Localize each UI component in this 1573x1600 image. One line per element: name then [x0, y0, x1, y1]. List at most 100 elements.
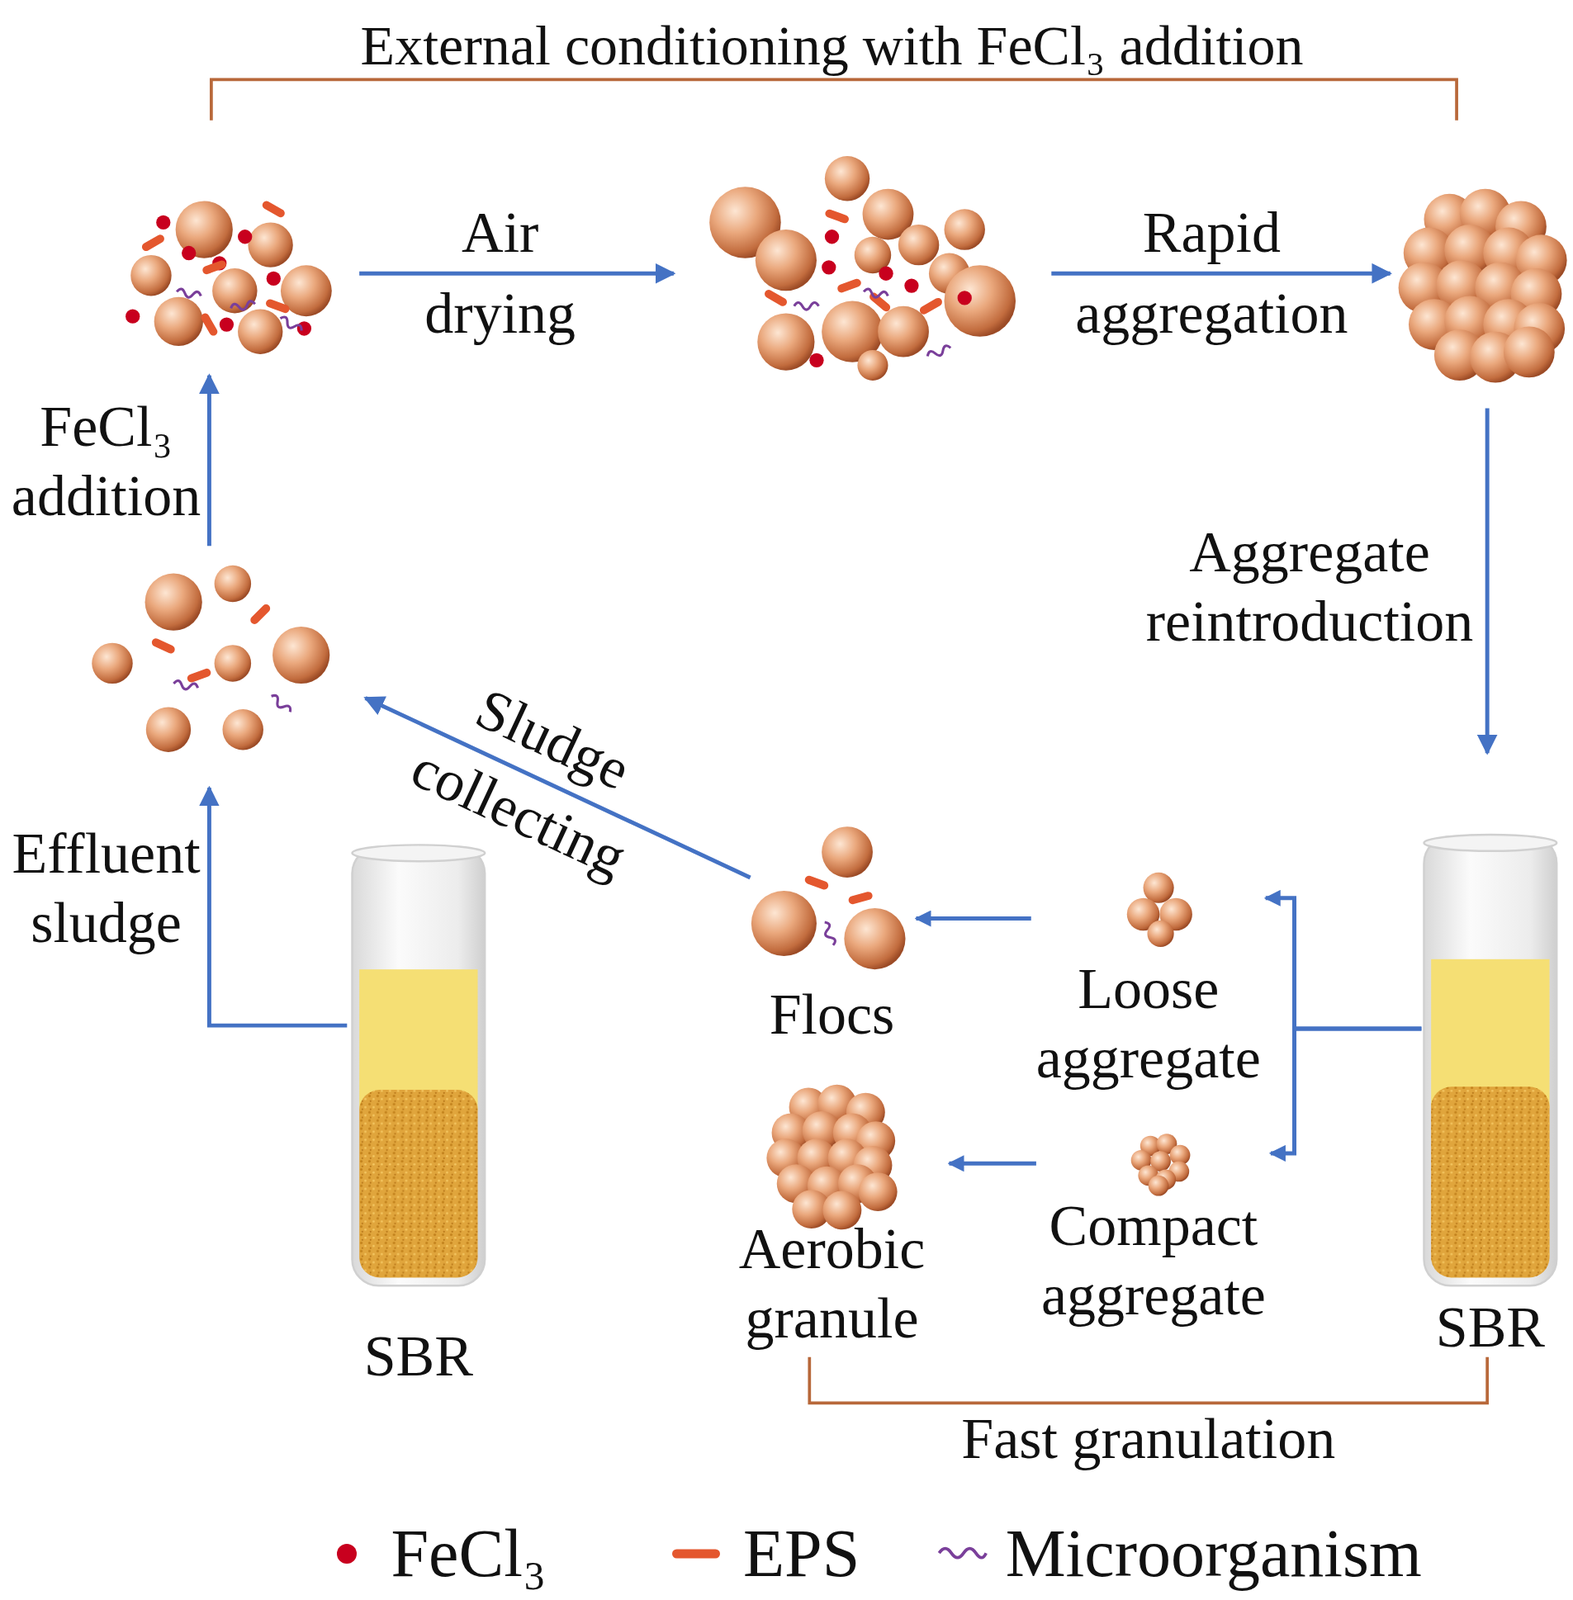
sludge-particle: [898, 224, 939, 266]
sludge-particle: [237, 308, 283, 354]
sludge-particle: [755, 229, 817, 291]
microorganism: [173, 680, 199, 692]
labelled-figure: Flocs: [748, 821, 917, 1050]
labelled-figure: SBR: [1421, 832, 1559, 1364]
figure-label: SBR: [352, 1321, 485, 1392]
eps-strand: [918, 296, 944, 316]
figure-label: Compact aggregate: [1037, 1191, 1270, 1331]
sbr-tube: [351, 847, 485, 1286]
sludge-particle: [857, 350, 888, 381]
connector-arrow: [1265, 898, 1422, 1029]
sludge-particle: [858, 1172, 898, 1212]
annotation-label: External conditioning with FeCl₃ additio…: [254, 12, 1411, 81]
sludge-particle: [145, 573, 203, 631]
sludge-particle: [943, 265, 1016, 337]
microorganism: [278, 315, 304, 334]
sbr-sludge: [1430, 1086, 1550, 1278]
sludge-particle: [1143, 872, 1175, 904]
eps-strand: [260, 199, 287, 219]
annotation-label: FeCl₃ addition: [3, 392, 210, 531]
microorganism-legend-sample: [938, 1549, 986, 1559]
microorganism: [269, 693, 293, 716]
microorganism: [862, 288, 889, 300]
eps-strand: [185, 667, 212, 683]
microorganism: [230, 300, 256, 313]
eps-strand: [265, 298, 291, 314]
annotation-label: Effluent sludge: [3, 819, 210, 958]
sludge-particle: [214, 565, 252, 602]
sbr-liquid: [1430, 959, 1550, 1108]
sludge-particle: [843, 908, 905, 970]
sludge-particle: [1147, 920, 1175, 948]
labelled-figure: SBR: [341, 842, 495, 1392]
sludge-particle: [1148, 1175, 1170, 1197]
figure-label: SBR: [1424, 1293, 1557, 1363]
sludge-particle: [751, 890, 817, 957]
microorganism: [794, 302, 820, 310]
sludge-particle: [247, 222, 293, 267]
eps-strand: [248, 602, 272, 626]
eps-strand: [199, 312, 219, 338]
sludge-particle: [821, 826, 873, 878]
rapid-aggregation-arrow: [1051, 271, 1390, 276]
figure-label: Loose aggregate: [1032, 954, 1265, 1094]
sbr-sludge-texture: [359, 1089, 478, 1278]
air-drying-arrow: [359, 271, 674, 276]
sbr-tube: [1424, 836, 1558, 1286]
fecl3-dot: [809, 353, 824, 368]
microorganism: [821, 920, 837, 947]
connector-arrow: [949, 1161, 1037, 1166]
annotation-label: Aggregate reintroduction: [1136, 517, 1483, 657]
connector-arrow: [1270, 1028, 1422, 1154]
eps-strand: [201, 259, 228, 275]
fecl3-dot: [125, 308, 140, 323]
labelled-figure: Loose aggregate: [1031, 867, 1266, 1094]
fecl3-dot: [156, 215, 171, 230]
sludge-particle: [146, 707, 191, 753]
fecl3-dot: [237, 229, 252, 244]
labelled-figure: Compact aggregate: [1036, 1127, 1271, 1331]
annotation-label: Sludge collecting: [389, 649, 683, 901]
legend-swatch: [336, 1544, 357, 1564]
fecl3-dot: [297, 321, 312, 336]
eps-strand: [140, 232, 166, 252]
sludge-particle: [222, 709, 263, 750]
reintroduction-arrow: [1485, 407, 1490, 754]
sbr-sludge: [359, 1089, 478, 1278]
figure-label: Flocs: [749, 980, 915, 1050]
sludge-particle: [272, 626, 330, 684]
bottom-bracket: [809, 1357, 1488, 1404]
eps-strand: [150, 637, 176, 655]
cluster-art: [91, 156, 1567, 1286]
fecl3-dot: [957, 290, 972, 305]
fecl3-addition-arrow: [207, 375, 212, 546]
fecl3-dot: [878, 266, 893, 281]
fecl3-dot: [824, 229, 839, 244]
fecl3-dot: [904, 278, 919, 293]
legend-label: FeCl₃: [390, 1516, 546, 1591]
sbr-liquid: [359, 969, 478, 1111]
microorganism: [175, 288, 202, 300]
sludge-particle: [824, 156, 870, 201]
eps-strand: [848, 890, 874, 905]
figure-label: Aerobic granule: [716, 1214, 948, 1354]
annotation-label: Air drying: [417, 192, 583, 355]
legend-label: Microorganism: [1005, 1516, 1422, 1591]
microorganism: [926, 344, 953, 360]
eps-strand: [836, 277, 863, 294]
sludge-particle: [212, 268, 257, 313]
eps-strand: [803, 874, 830, 891]
fecl3-dot: [219, 317, 234, 332]
sbr-sludge-texture: [1430, 1086, 1550, 1278]
connector-arrow: [916, 916, 1032, 921]
fecl3-dot: [821, 260, 836, 275]
fecl3-dot: [266, 271, 281, 286]
legend-label: EPS: [743, 1516, 860, 1591]
sludge-particle: [91, 643, 133, 684]
eps-strand: [762, 288, 789, 308]
legend-swatch: [672, 1549, 721, 1559]
